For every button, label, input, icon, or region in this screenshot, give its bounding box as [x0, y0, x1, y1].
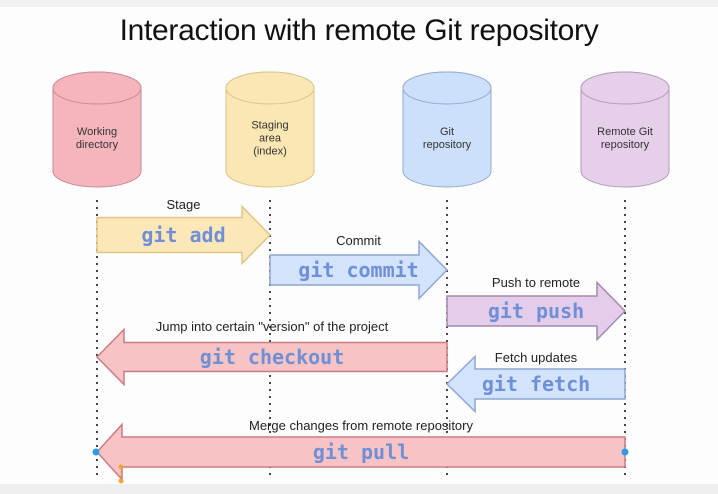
selection-handle-left[interactable]	[92, 448, 100, 456]
cylinder-top	[225, 71, 315, 105]
repo-label: Working	[77, 126, 117, 138]
arrow-pull-git-pull[interactable]: Merge changes from remote repository git …	[95, 418, 626, 482]
arrow-stage-git-add[interactable]: Stage git add	[96, 197, 272, 266]
resize-handle-bottom[interactable]	[118, 478, 124, 484]
selection-handles[interactable]	[92, 448, 629, 484]
operation-caption: Commit	[336, 233, 381, 248]
repo-label: area	[259, 133, 282, 145]
operation-command: git add	[141, 223, 225, 247]
arrow-shape[interactable]	[96, 204, 272, 266]
top-band	[0, 0, 718, 7]
repo-label: Remote Git	[597, 126, 653, 138]
arrow-shape[interactable]	[445, 354, 626, 414]
arrow-fetch-git-fetch[interactable]: Fetch updates git fetch	[445, 350, 626, 414]
repo-label: repository	[601, 139, 650, 151]
repo-label: Git	[440, 126, 454, 138]
operation-command: git fetch	[482, 372, 590, 396]
cylinder-top	[580, 71, 670, 105]
arrow-checkout-git-checkout[interactable]: Jump into certain "version" of the proje…	[95, 319, 448, 387]
operation-command: git commit	[298, 258, 418, 282]
arrow-shape[interactable]	[95, 327, 448, 387]
selection-handle-right[interactable]	[621, 448, 629, 456]
operation-command: git checkout	[200, 345, 345, 369]
arrow-commit-git-commit[interactable]: Commit git commit	[269, 233, 449, 301]
operation-caption: Fetch updates	[495, 350, 578, 365]
lifelines	[96, 200, 626, 478]
operation-caption: Merge changes from remote repository	[249, 418, 473, 433]
repo-label: repository	[423, 139, 472, 151]
operation-command: git push	[488, 299, 584, 323]
arrow-push-git-push[interactable]: Push to remote git push	[446, 275, 627, 342]
arrow-shape[interactable]	[446, 280, 627, 342]
operation-caption: Stage	[167, 197, 201, 212]
arrow-shape[interactable]	[95, 422, 626, 482]
resize-handle-top[interactable]	[118, 464, 124, 470]
cylinder-top	[52, 71, 142, 105]
repo-label: (index)	[253, 146, 287, 158]
operation-caption: Push to remote	[492, 275, 580, 290]
repo-label: Staging	[251, 120, 288, 132]
bottom-band	[0, 484, 718, 494]
diagram-title: Interaction with remote Git repository	[119, 14, 599, 47]
operation-command: git pull	[313, 440, 409, 464]
arrow-shape[interactable]	[269, 239, 449, 301]
operation-caption: Jump into certain "version" of the proje…	[156, 319, 389, 334]
cylinder-top	[402, 71, 492, 105]
repo-label: directory	[76, 139, 119, 151]
